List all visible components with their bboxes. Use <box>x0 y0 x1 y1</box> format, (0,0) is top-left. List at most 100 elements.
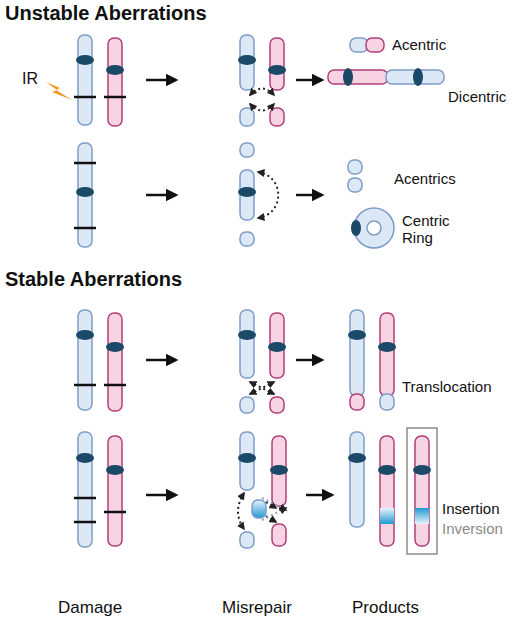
centromere <box>268 65 286 75</box>
break-mark <box>104 96 126 99</box>
blue-tip <box>380 394 394 410</box>
centromere <box>238 453 256 463</box>
blue-chromosome <box>78 35 92 125</box>
break-mark <box>74 497 96 500</box>
break-mark <box>74 227 96 230</box>
centromere <box>76 453 94 463</box>
product-label: Dicentric <box>448 88 506 105</box>
pink-chromosome <box>380 313 394 396</box>
centromere <box>238 330 256 340</box>
section-heading: Stable Aberrations <box>5 268 182 291</box>
acentric-piece <box>348 160 362 174</box>
products <box>348 428 437 554</box>
inserted-segment <box>380 508 394 524</box>
blue-chromosome <box>350 310 364 396</box>
blue-chromosome <box>78 432 92 547</box>
break-mark <box>74 96 96 99</box>
pink-chromosome <box>380 436 394 546</box>
centromere <box>348 330 366 340</box>
section-heading: Unstable Aberrations <box>5 2 207 25</box>
centromere <box>343 68 353 86</box>
rejoin-arrow <box>250 89 274 96</box>
chromosome-single <box>74 143 96 247</box>
step-arrow <box>296 79 322 82</box>
centromere <box>351 220 361 236</box>
blue-chromosome <box>78 310 92 410</box>
centromere <box>268 342 286 352</box>
invert-arrow <box>262 498 286 510</box>
acentric-piece <box>348 178 362 192</box>
inversion-frame <box>407 428 437 554</box>
blue-fragment <box>240 108 254 126</box>
products <box>348 160 394 248</box>
blue-fragment <box>240 232 254 246</box>
pink-fragment <box>272 524 286 546</box>
step-arrow <box>306 494 332 497</box>
chromosome-pair <box>74 432 126 547</box>
product-label: Acentrics <box>394 170 456 187</box>
moved-fragment <box>252 500 266 518</box>
radiation-bolt <box>46 82 72 100</box>
break-mark <box>74 384 96 387</box>
centromere <box>378 342 396 352</box>
misrepair-fragments <box>238 143 278 246</box>
swap-arrow <box>250 382 274 394</box>
step-arrow <box>146 79 176 82</box>
step-arrow <box>296 194 322 197</box>
centromere <box>76 330 94 340</box>
centromere <box>378 465 396 475</box>
swap-arrow <box>250 382 274 394</box>
centromere <box>348 453 366 463</box>
step-arrow <box>296 359 322 362</box>
pink-fragment <box>270 397 284 413</box>
product-label: Translocation <box>402 378 492 395</box>
blue-fragment <box>240 532 254 548</box>
misrepair-fragments <box>238 35 286 126</box>
pink-chromosome <box>108 436 122 546</box>
product-label: Insertion <box>442 500 500 517</box>
centromere <box>106 65 124 75</box>
blue-chromosome <box>350 432 364 527</box>
rejoin-arrow <box>250 104 274 111</box>
pink-chromosome <box>270 38 284 90</box>
pink-chromosome <box>108 313 122 411</box>
inverted-segment <box>415 508 429 524</box>
step-arrow <box>146 194 176 197</box>
blue-fragment <box>240 397 254 413</box>
column-label: Misrepair <box>222 598 292 618</box>
centromere <box>238 187 256 197</box>
product-label: Acentric <box>392 36 446 53</box>
break-mark <box>104 384 126 387</box>
misrepair-fragments <box>238 432 288 548</box>
step-arrow <box>146 359 176 362</box>
blue-chromosome <box>240 310 254 378</box>
pink-chromosome <box>108 38 122 126</box>
blue-fragment <box>240 143 254 157</box>
centromere <box>76 187 94 197</box>
break-mark <box>74 162 96 165</box>
centromere <box>76 55 94 65</box>
column-label: Products <box>352 598 419 618</box>
centromere <box>270 465 288 475</box>
centromere <box>106 465 124 475</box>
rejoin-arrow <box>238 493 244 529</box>
product-label: Centric Ring <box>402 212 472 247</box>
invert-arrow <box>262 508 286 520</box>
centromere <box>106 342 124 352</box>
pink-tip <box>350 394 364 410</box>
products <box>348 310 396 410</box>
centromere <box>238 55 256 65</box>
product-label: Inversion <box>442 520 503 537</box>
column-label: Damage <box>58 598 122 618</box>
centromere <box>413 465 431 475</box>
break-mark <box>104 511 126 514</box>
pink-fragment <box>270 108 284 126</box>
chromosome-pair <box>74 310 126 411</box>
misrepair-fragments <box>238 310 286 413</box>
step-arrow <box>146 494 176 497</box>
centromere <box>413 68 423 86</box>
ring-hole <box>367 221 381 235</box>
dicentric-part <box>328 70 388 84</box>
acentric-piece <box>366 38 384 52</box>
